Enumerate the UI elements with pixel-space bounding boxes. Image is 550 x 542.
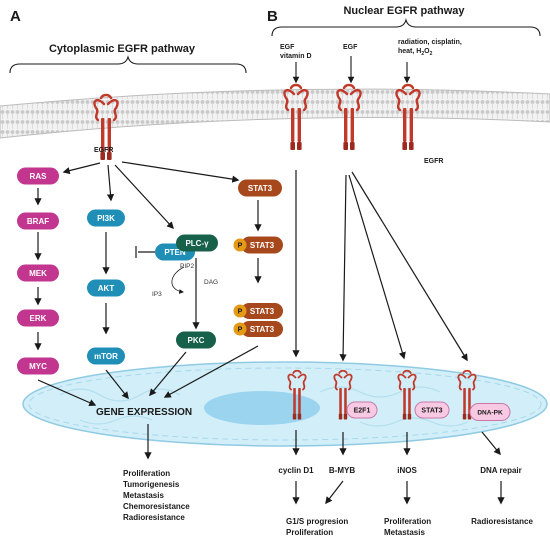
node-mtor: mTOR bbox=[87, 347, 125, 365]
nuclear-partner-dna-pk: DNA-PK bbox=[469, 403, 511, 421]
node-plc-gamma: PLC-γ bbox=[176, 234, 218, 252]
node-plc-gamma-label: PLC-γ bbox=[185, 239, 209, 248]
node-mek: MEK bbox=[17, 264, 59, 282]
node-stat3-phospho-label: STAT3 bbox=[250, 241, 275, 250]
panel-b-letter: B bbox=[267, 8, 278, 25]
stimulus-stress: radiation, cisplatin, heat, H2O2 bbox=[398, 39, 464, 57]
nuclear-pathway-title: Nuclear EGFR pathway bbox=[343, 5, 465, 17]
nuclear-partner-e2f1-label: E2F1 bbox=[354, 407, 371, 414]
outcome-inos: Proliferation Metastasis bbox=[384, 517, 433, 537]
nuclear-receptor-1 bbox=[287, 369, 307, 420]
cytoplasmic-outcomes: Proliferation Tumorigenesis Metastasis C… bbox=[123, 469, 192, 522]
nucleus bbox=[22, 361, 548, 447]
node-stat3-dimer-a: STAT3 bbox=[241, 303, 283, 319]
node-myc-label: MYC bbox=[29, 362, 47, 371]
node-erk: ERK bbox=[17, 309, 59, 327]
cytoplasmic-pathway-title: Cytoplasmic EGFR pathway bbox=[49, 43, 196, 55]
node-akt-label: AKT bbox=[98, 284, 115, 293]
node-stat3: STAT3 bbox=[238, 179, 282, 197]
egfr-receptor-cytoplasmic bbox=[93, 93, 119, 160]
stimulus-egf: EGF bbox=[343, 44, 358, 51]
target-cyclin-d1: cyclin D1 bbox=[278, 466, 314, 475]
node-erk-label: ERK bbox=[30, 314, 47, 323]
gene-expression-label: GENE EXPRESSION bbox=[96, 407, 192, 418]
nuclear-partner-stat3-label: STAT3 bbox=[421, 407, 442, 414]
nuclear-egfr-receptors bbox=[287, 369, 477, 420]
stimulus-egf-vitamin-d: EGF vitamin D bbox=[280, 44, 312, 60]
node-akt: AKT bbox=[87, 279, 125, 297]
nuclear-receptor-2 bbox=[333, 369, 353, 420]
egfr-receptor-nuclear-2 bbox=[336, 83, 362, 150]
cytoplasmic-brace bbox=[9, 55, 247, 74]
node-mek-label: MEK bbox=[29, 269, 47, 278]
nuclear-receptor-3 bbox=[397, 369, 417, 420]
nucleolus bbox=[204, 391, 320, 425]
outcome-g1s: G1/S progresion Proliferation bbox=[286, 517, 350, 537]
node-pkc: PKC bbox=[176, 331, 216, 349]
cytoplasmic-arrows bbox=[34, 161, 262, 460]
node-stat3-label: STAT3 bbox=[248, 184, 273, 193]
node-stat3-phospho: STAT3 bbox=[241, 236, 283, 254]
phospho-3: P bbox=[233, 322, 247, 336]
egfr-label-right: EGFR bbox=[424, 158, 443, 165]
nuclear-arrows bbox=[292, 170, 505, 505]
svg-text:P: P bbox=[238, 326, 243, 333]
node-pkc-label: PKC bbox=[188, 336, 205, 345]
node-braf: BRAF bbox=[17, 212, 59, 230]
node-myc: MYC bbox=[17, 357, 59, 375]
svg-text:P: P bbox=[238, 242, 243, 249]
phospho-2: P bbox=[233, 304, 247, 318]
panel-a-letter: A bbox=[10, 8, 21, 25]
ip3-label: IP3 bbox=[152, 291, 162, 298]
node-stat3-dimer-b-label: STAT3 bbox=[250, 325, 275, 334]
node-pi3k-label: PI3K bbox=[97, 214, 115, 223]
cell-membrane bbox=[0, 88, 550, 139]
node-pten-label: PTEN bbox=[164, 248, 186, 257]
node-mtor-label: mTOR bbox=[94, 352, 118, 361]
node-ras: RAS bbox=[17, 167, 59, 185]
dag-label: DAG bbox=[204, 279, 218, 286]
target-inos: iNOS bbox=[397, 466, 417, 475]
node-ras-label: RAS bbox=[30, 172, 48, 181]
nuclear-brace bbox=[271, 18, 541, 37]
nuclear-partner-dna-pk-label: DNA-PK bbox=[477, 409, 503, 416]
nuclear-partner-stat3: STAT3 bbox=[414, 401, 450, 419]
node-stat3-dimer-b: STAT3 bbox=[241, 321, 283, 337]
egfr-receptor-nuclear-1 bbox=[283, 83, 309, 150]
nuclear-partner-e2f1: E2F1 bbox=[346, 401, 378, 419]
egfr-label-left: EGFR bbox=[94, 147, 113, 154]
target-dna-repair: DNA repair bbox=[480, 466, 522, 475]
egfr-receptor-nuclear-3 bbox=[395, 83, 421, 150]
svg-text:P: P bbox=[238, 308, 243, 315]
egfr-receptors bbox=[93, 83, 421, 160]
node-braf-label: BRAF bbox=[27, 217, 49, 226]
nuclear-receptor-4 bbox=[457, 369, 477, 420]
phospho-1: P bbox=[233, 238, 247, 252]
node-pi3k: PI3K bbox=[87, 209, 125, 227]
target-b-myb: B-MYB bbox=[329, 466, 355, 475]
pip2-label: PIP2 bbox=[180, 263, 194, 270]
outcome-radioresistance: Radioresistance bbox=[471, 517, 533, 526]
node-stat3-dimer-a-label: STAT3 bbox=[250, 307, 275, 316]
